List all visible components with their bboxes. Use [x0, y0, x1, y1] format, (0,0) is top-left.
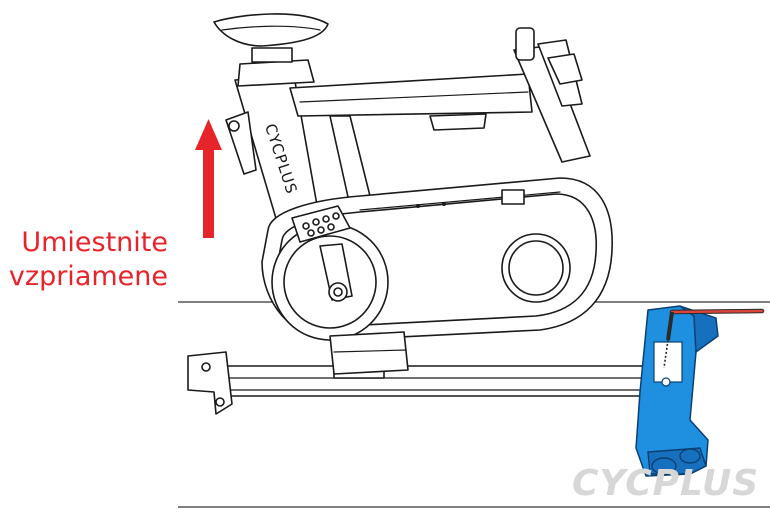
rear-lever	[225, 111, 257, 175]
rear-stabilizer	[187, 351, 648, 415]
front-foot-bracket	[635, 305, 719, 477]
handlebar	[513, 27, 591, 163]
resistance-knob	[501, 233, 571, 303]
instruction-line-2: vzpriamene	[8, 261, 168, 292]
lower-support	[329, 331, 409, 375]
up-arrow-icon	[195, 119, 222, 238]
crank-spider	[291, 205, 351, 243]
down-tube	[329, 115, 373, 207]
brand-watermark: CYCPLUS	[572, 463, 760, 504]
instruction-line-1: Umiestnite	[21, 227, 168, 258]
hex-key-icon	[663, 308, 765, 369]
top-beam	[289, 73, 533, 131]
crank-disc	[271, 223, 389, 341]
